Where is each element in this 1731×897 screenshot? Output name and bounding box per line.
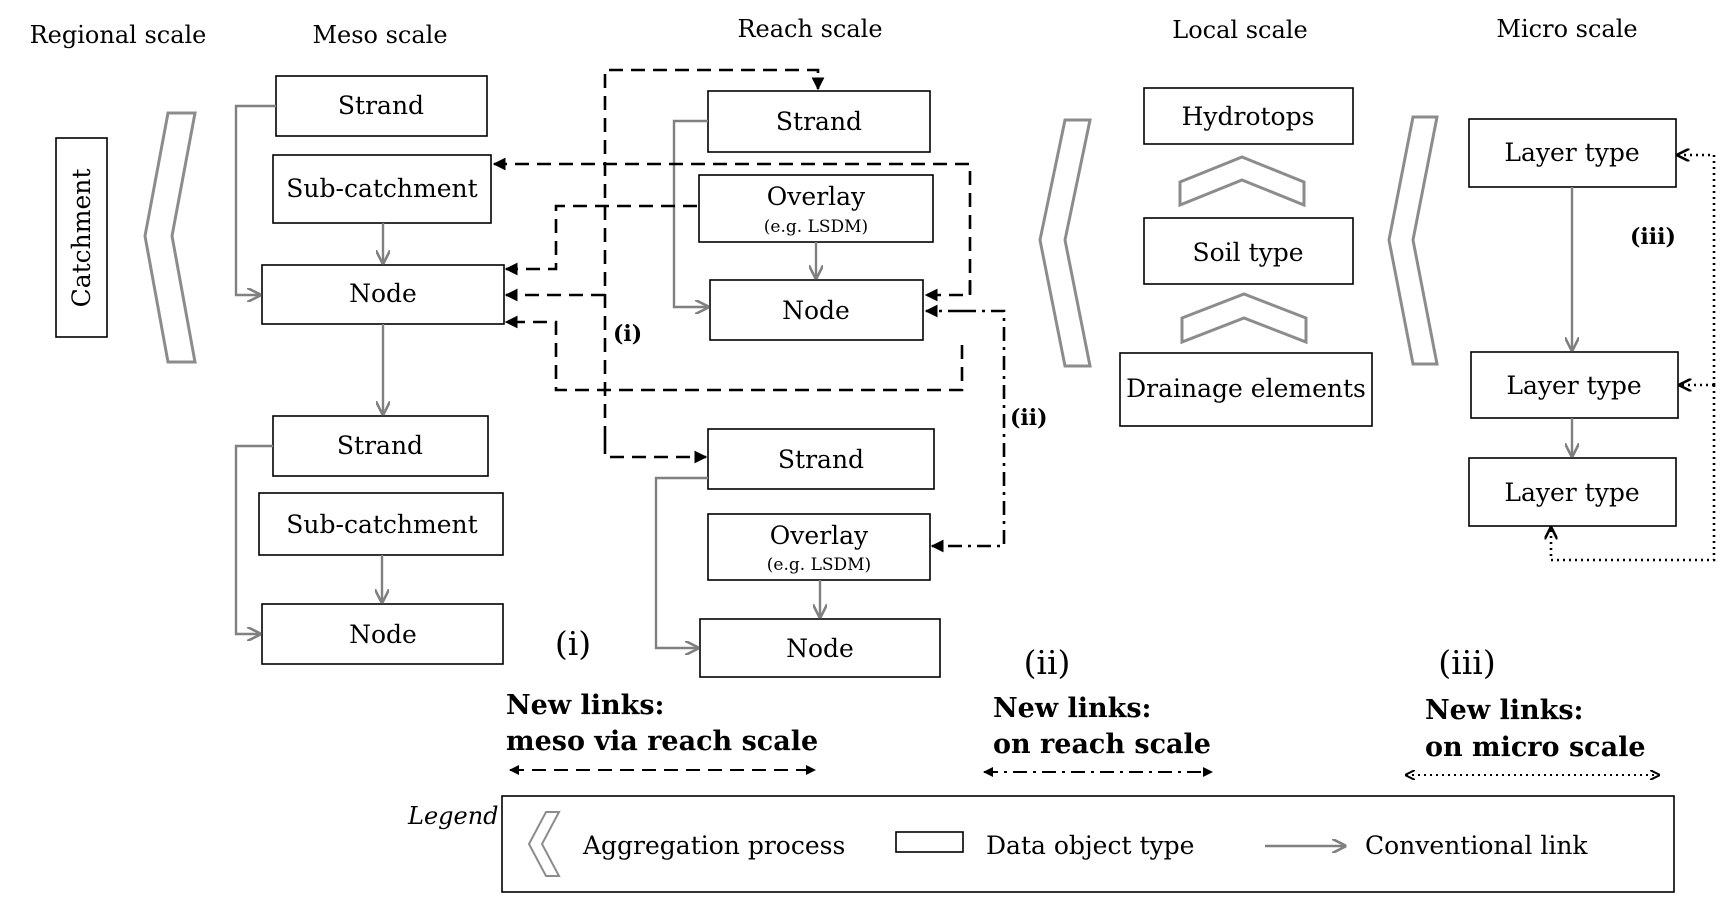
meso-strand-label-2: Strand (337, 431, 423, 460)
legend-data-object-icon (895, 831, 964, 853)
reach-overlay-box-2 (707, 513, 931, 581)
local-hydrotops-box (1143, 87, 1354, 145)
reach-strand-box-2 (707, 428, 935, 490)
local-soil-type-label: Soil type (1192, 238, 1303, 267)
link-marker-iii: (iii) (1630, 224, 1676, 250)
meso-strand-box-2 (272, 415, 489, 477)
new-link-i-to-meso-node1-a (504, 204, 697, 276)
header-reach-scale: Reach scale (737, 15, 882, 43)
micro-layer-label-2: Layer type (1506, 371, 1641, 400)
new-link-i-to-reach-node1 (924, 280, 972, 302)
meso-subcatchment-box-1 (272, 154, 492, 224)
reach-node-label-1: Node (782, 296, 850, 325)
local-soil-type-box (1143, 217, 1354, 285)
new-link-iii-bottom (1551, 385, 1716, 562)
reach-node-box-1 (709, 279, 924, 341)
new-link-ii (930, 309, 1006, 553)
header-local-scale: Local scale (1172, 16, 1307, 44)
local-hydrotops-label: Hydrotops (1182, 102, 1315, 131)
meso-strand-box-1 (275, 75, 488, 137)
new-link-i-loop (504, 315, 964, 392)
aggregation-icon-micro (1387, 115, 1439, 366)
new-links-iii-marker: (iii) (1438, 643, 1495, 682)
header-regional-scale: Regional scale (30, 21, 207, 49)
micro-layer-box-3 (1468, 457, 1677, 527)
new-links-i-line1: New links: (506, 690, 665, 721)
link-marker-ii: (ii) (1010, 405, 1048, 431)
meso-subcatchment-label-1: Sub-catchment (286, 174, 477, 203)
legend-aggregation-label: Aggregation process (582, 831, 845, 860)
new-links-ii-line2: on reach scale (993, 729, 1211, 760)
meso-strand-label-1: Strand (338, 91, 424, 120)
meso-node-label-1: Node (349, 279, 417, 308)
reach-overlay-label-1: Overlay (767, 182, 866, 211)
legend-box (501, 795, 1675, 893)
link-marker-i: (i) (613, 321, 642, 347)
local-drainage-box (1119, 352, 1373, 427)
legend-aggregation-icon (527, 811, 561, 877)
header-meso-scale: Meso scale (312, 21, 447, 49)
header-micro-scale: Micro scale (1496, 15, 1637, 43)
legend-conventional-link-label: Conventional link (1365, 831, 1588, 860)
aggregation-chevron-up-1 (1178, 155, 1306, 208)
local-drainage-label: Drainage elements (1126, 374, 1366, 403)
new-link-iii-outer (1678, 155, 1716, 385)
reach-overlay-sublabel-2: (e.g. LSDM) (767, 555, 871, 575)
catchment-box (55, 137, 108, 338)
meso-subcatchment-box-2 (258, 492, 504, 556)
micro-layer-label-3: Layer type (1504, 478, 1639, 507)
conventional-link-reach-strand1-node1 (672, 119, 708, 307)
conventional-link-reach-strand2-node2 (654, 476, 708, 648)
conventional-link-meso-strand1-node1 (234, 104, 276, 295)
aggregation-icon-local (1038, 118, 1092, 368)
new-links-ii-marker: (ii) (1024, 643, 1071, 682)
micro-layer-box-1 (1468, 118, 1677, 188)
new-links-i-marker: (i) (555, 624, 591, 663)
new-link-i-to-reach-strand2 (603, 440, 708, 464)
catchment-label: Catchment (67, 169, 96, 308)
reach-node-box-2 (699, 618, 941, 678)
aggregation-chevron-up-2 (1180, 292, 1308, 345)
legend-title: Legend (407, 802, 499, 830)
new-link-i-top-to-reach-strand1 (603, 68, 825, 440)
new-links-iii-line2: on micro scale (1425, 732, 1646, 763)
reach-overlay-label-2: Overlay (770, 521, 869, 550)
meso-subcatchment-label-2: Sub-catchment (286, 510, 477, 539)
meso-node-box-2 (261, 603, 504, 665)
legend-data-object-label: Data object type (986, 831, 1194, 860)
conventional-link-meso-strand2-node2 (234, 444, 273, 634)
meso-node-label-2: Node (349, 620, 417, 649)
new-links-i-line2: meso via reach scale (506, 726, 818, 757)
micro-layer-label-1: Layer type (1504, 138, 1639, 167)
reach-node-label-2: Node (786, 634, 854, 663)
reach-strand-label-1: Strand (776, 107, 862, 136)
meso-node-box-1 (261, 264, 505, 325)
new-links-ii-line1: New links: (993, 693, 1152, 724)
new-link-i-to-meso-sub1 (492, 157, 972, 295)
micro-layer-box-2 (1470, 351, 1679, 419)
new-links-iii-line1: New links: (1425, 695, 1584, 726)
reach-overlay-sublabel-1: (e.g. LSDM) (764, 217, 868, 237)
aggregation-icon-regional (143, 111, 197, 364)
reach-strand-label-2: Strand (778, 445, 864, 474)
